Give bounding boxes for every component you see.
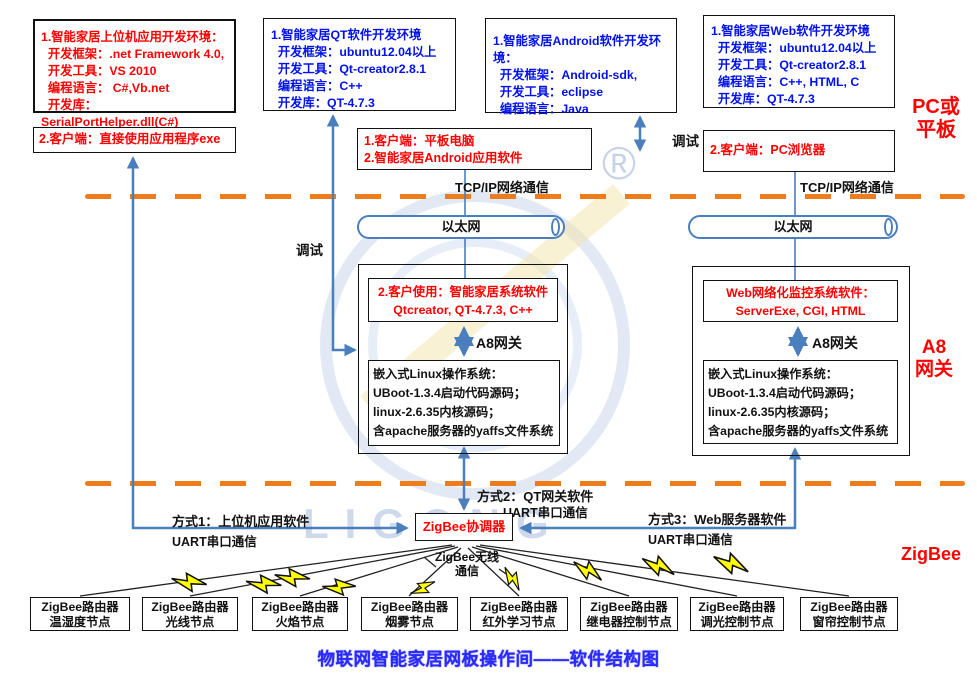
client-box-browser: 2.客户端：PC浏览器: [703, 130, 895, 172]
node-box-infrared-learning: ZigBee路由器 红外学习节点: [470, 597, 568, 631]
zone-label-zigbee: ZigBee: [901, 544, 962, 564]
node-box-light: ZigBee路由器 光线节点: [142, 597, 238, 631]
linux-os-box-left: 嵌入式Linux操作系统： UBoot-1.3.4启动代码源码； linux-2…: [368, 360, 560, 446]
dev-env-box-qt: 1.智能家居QT软件开发环境 开发框架：ubuntu12.04以上 开发工具：Q…: [263, 18, 456, 111]
dev-env-box-host: 1.智能家居上位机应用开发环境： 开发框架：.net Framework 4.0…: [33, 19, 236, 129]
debug-label-right: 调试: [672, 134, 699, 149]
node-box-temperature-humidity: ZigBee路由器 温湿度节点: [30, 597, 130, 631]
ethernet-cylinder-right: 以太网: [688, 215, 898, 239]
node-box-curtain-control: ZigBee路由器 窗帘控制节点: [800, 597, 898, 631]
mode3-uart-label: UART串口通信: [648, 533, 733, 547]
cylinder-end-cap-right: [884, 218, 893, 236]
ethernet-label-left: 以太网: [441, 219, 481, 234]
node-box-relay-control: ZigBee路由器 继电器控制节点: [580, 597, 678, 631]
mode2-uart-label: UART串口通信: [503, 506, 588, 520]
cylinder-end-cap-left: [551, 218, 560, 236]
node-box-flame: ZigBee路由器 火焰节点: [252, 597, 348, 631]
zone-label-pc: PC或 平板: [912, 96, 960, 141]
tcpip-label-right: TCP/IP网络通信: [800, 180, 894, 195]
tcpip-label-left: TCP/IP网络通信: [455, 180, 549, 195]
client-box-exe: 2.客户端：直接使用应用程序exe: [33, 127, 236, 153]
linux-os-box-right: 嵌入式Linux操作系统： UBoot-1.3.4启动代码源码； linux-2…: [703, 360, 898, 444]
ethernet-label-right: 以太网: [773, 219, 813, 234]
registered-mark-icon: ®: [602, 137, 636, 189]
a8-gateway-label-right: A8网关: [812, 335, 858, 351]
dev-env-box-android: 1.智能家居Android软件开发环境： 开发框架：Android-sdk, 开…: [485, 18, 677, 116]
mode3-label: 方式3：Web服务器软件: [648, 512, 787, 527]
gateway-software-box-right: Web网络化监控系统软件： ServerExe, CGI, HTML: [703, 280, 898, 322]
zigbee-wireless-label: ZigBee无线 通信: [434, 550, 499, 578]
mode1-uart-label: UART串口通信: [172, 535, 257, 549]
node-box-smoke: ZigBee路由器 烟雾节点: [361, 597, 458, 631]
zone-label-a8: A8 网关: [914, 337, 953, 380]
ethernet-cylinder-left: 以太网: [357, 215, 565, 239]
mode1-label: 方式1：上位机应用软件: [172, 514, 310, 529]
section-divider-top: [85, 194, 965, 199]
zigbee-coordinator-box: ZigBee协调器: [415, 513, 513, 541]
diagram-title: 物联网智能家居网板操作间——软件结构图: [317, 649, 660, 669]
debug-label-left: 调试: [296, 243, 323, 258]
node-box-dimming-control: ZigBee路由器 调光控制节点: [690, 597, 784, 631]
gateway-software-box-left: 2.客户使用：智能家居系统软件 Qtcreator, QT-4.7.3, C++: [368, 278, 558, 322]
client-box-tablet: 1.客户端：平板电脑 2.智能家居Android应用软件: [357, 128, 592, 170]
a8-gateway-label-left: A8网关: [476, 335, 522, 351]
dev-env-box-web: 1.智能家居Web软件开发环境 开发框架：ubuntu12.04以上 开发工具：…: [703, 15, 895, 108]
